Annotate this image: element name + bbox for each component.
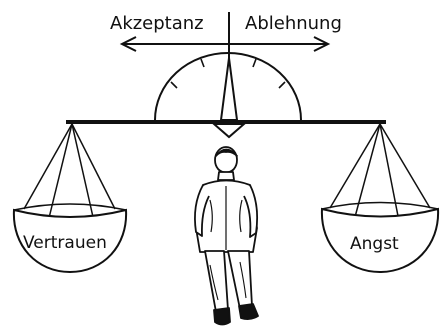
arrow-left-icon (119, 36, 229, 52)
beam-pivot (211, 123, 247, 139)
balance-beam (66, 120, 386, 124)
right-pan (320, 123, 440, 274)
label-ablehnung: Ablehnung (245, 13, 342, 34)
pan-label-angst: Angst (350, 234, 399, 254)
label-akzeptanz: Akzeptanz (110, 13, 204, 34)
arrow-right-icon (229, 36, 331, 52)
left-pan (12, 123, 128, 274)
person-figure (194, 146, 259, 326)
gauge-icon (154, 52, 302, 121)
pan-label-vertrauen: Vertrauen (23, 233, 107, 253)
gauge-needle (219, 57, 239, 121)
